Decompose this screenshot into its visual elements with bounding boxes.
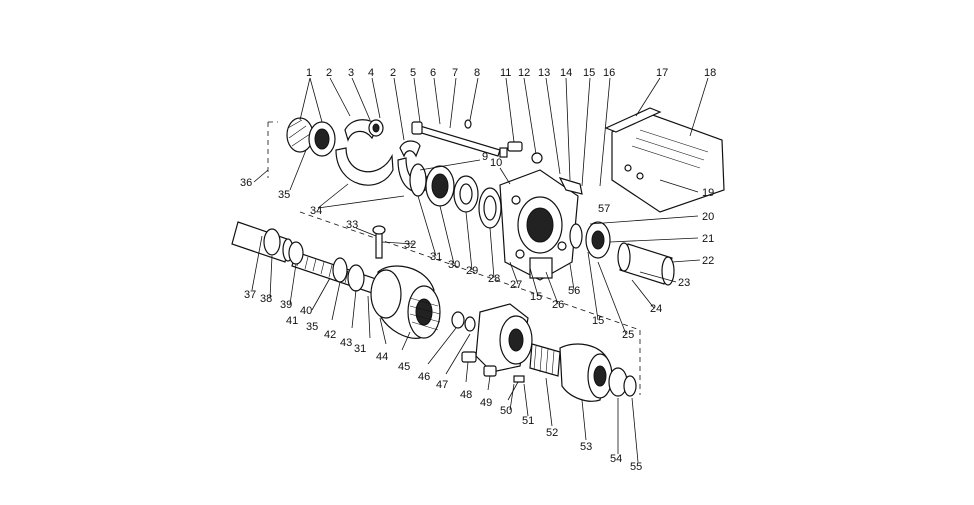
callout-43: 43: [340, 337, 352, 349]
callout-25: 25: [622, 329, 634, 341]
sun-gear-part-52: [529, 343, 561, 377]
callout-16: 16: [603, 67, 615, 79]
pin-part-50: [513, 375, 525, 383]
callout-2-second: 2: [390, 67, 396, 79]
bolt-part-6-7: [411, 119, 508, 158]
bearing-part-54-55: [608, 367, 637, 397]
callout-4: 4: [368, 67, 374, 79]
callout-9: 9: [482, 151, 488, 163]
callout-1: 1: [306, 67, 312, 79]
callout-32: 32: [404, 239, 416, 251]
callout-45: 45: [398, 361, 410, 373]
callout-23: 23: [678, 277, 690, 289]
callout-33: 33: [346, 219, 358, 231]
callout-27: 27: [510, 279, 522, 291]
callout-11: 11: [500, 67, 511, 79]
filter-can-part-22: [617, 242, 675, 286]
bearing-stack-part-29-30-31: [409, 163, 479, 213]
callout-50: 50: [500, 405, 512, 417]
callout-20: 20: [702, 211, 714, 223]
rollers-part-45-46: [451, 311, 476, 332]
callout-57: 57: [598, 203, 610, 215]
callout-40: 40: [300, 305, 312, 317]
callout-26: 26: [552, 299, 564, 311]
callout-44: 44: [376, 351, 388, 363]
coupling-part-20-21: [569, 221, 611, 259]
callout-42: 42: [324, 329, 336, 341]
callout-48: 48: [460, 389, 472, 401]
callout-12: 12: [518, 67, 530, 79]
callout-2: 2: [326, 67, 332, 79]
callout-24: 24: [650, 303, 662, 315]
callout-15-second: 15: [530, 291, 542, 303]
callout-31: 31: [430, 251, 442, 263]
callout-52: 52: [546, 427, 558, 439]
callout-labels: 1 2 3 4 2 5 6 7 8 11 12 13 14 15 16 17 1…: [240, 67, 716, 473]
assembly-axis-upper: [299, 211, 641, 331]
callout-5: 5: [410, 67, 416, 79]
grease-nipple-part-32-33: [372, 225, 386, 259]
callout-31-second: 31: [354, 343, 366, 355]
callout-38: 38: [260, 293, 272, 305]
gasket-part-28: [478, 187, 502, 229]
callout-51: 51: [522, 415, 534, 427]
callout-35-second: 35: [306, 321, 318, 333]
callout-28: 28: [488, 273, 500, 285]
callout-37: 37: [244, 289, 256, 301]
small-fittings-part-11-12: [507, 141, 543, 164]
callout-53: 53: [580, 441, 592, 453]
bearing-part-1: [286, 117, 336, 157]
callout-21: 21: [702, 233, 714, 245]
assembly-axis-left: [267, 121, 278, 178]
callout-54: 54: [610, 453, 622, 465]
leader-lines: [251, 77, 709, 463]
drum-part-53: [559, 343, 613, 402]
callout-55: 55: [630, 461, 642, 473]
callout-13: 13: [538, 67, 550, 79]
callout-3: 3: [348, 67, 354, 79]
callout-14: 14: [560, 67, 572, 79]
callout-22: 22: [702, 255, 714, 267]
callout-7: 7: [452, 67, 458, 79]
planet-carrier-part-48: [461, 303, 533, 377]
callout-46: 46: [418, 371, 430, 383]
callout-47: 47: [436, 379, 448, 391]
gear-drum-part-44: [370, 265, 441, 339]
callout-15: 15: [583, 67, 595, 79]
housing-part-10: [499, 169, 583, 281]
washers-part-38-39-41: [263, 228, 365, 292]
callout-10: 10: [490, 157, 502, 169]
callout-36: 36: [240, 177, 252, 189]
callout-34: 34: [310, 205, 322, 217]
clamp-band-part-34: [335, 119, 433, 193]
callout-35: 35: [278, 189, 290, 201]
callout-6: 6: [430, 67, 436, 79]
callout-39: 39: [280, 299, 292, 311]
callout-30: 30: [448, 259, 460, 271]
callout-41: 41: [286, 315, 298, 327]
callout-17: 17: [656, 67, 668, 79]
callout-29: 29: [466, 265, 478, 277]
callout-8: 8: [474, 67, 480, 79]
callout-19: 19: [702, 187, 714, 199]
callout-15-third: 15: [592, 315, 604, 327]
callout-49: 49: [480, 397, 492, 409]
callout-56: 56: [568, 285, 580, 297]
shield-cover-part-17-18: [604, 107, 725, 213]
callout-18: 18: [704, 67, 716, 79]
